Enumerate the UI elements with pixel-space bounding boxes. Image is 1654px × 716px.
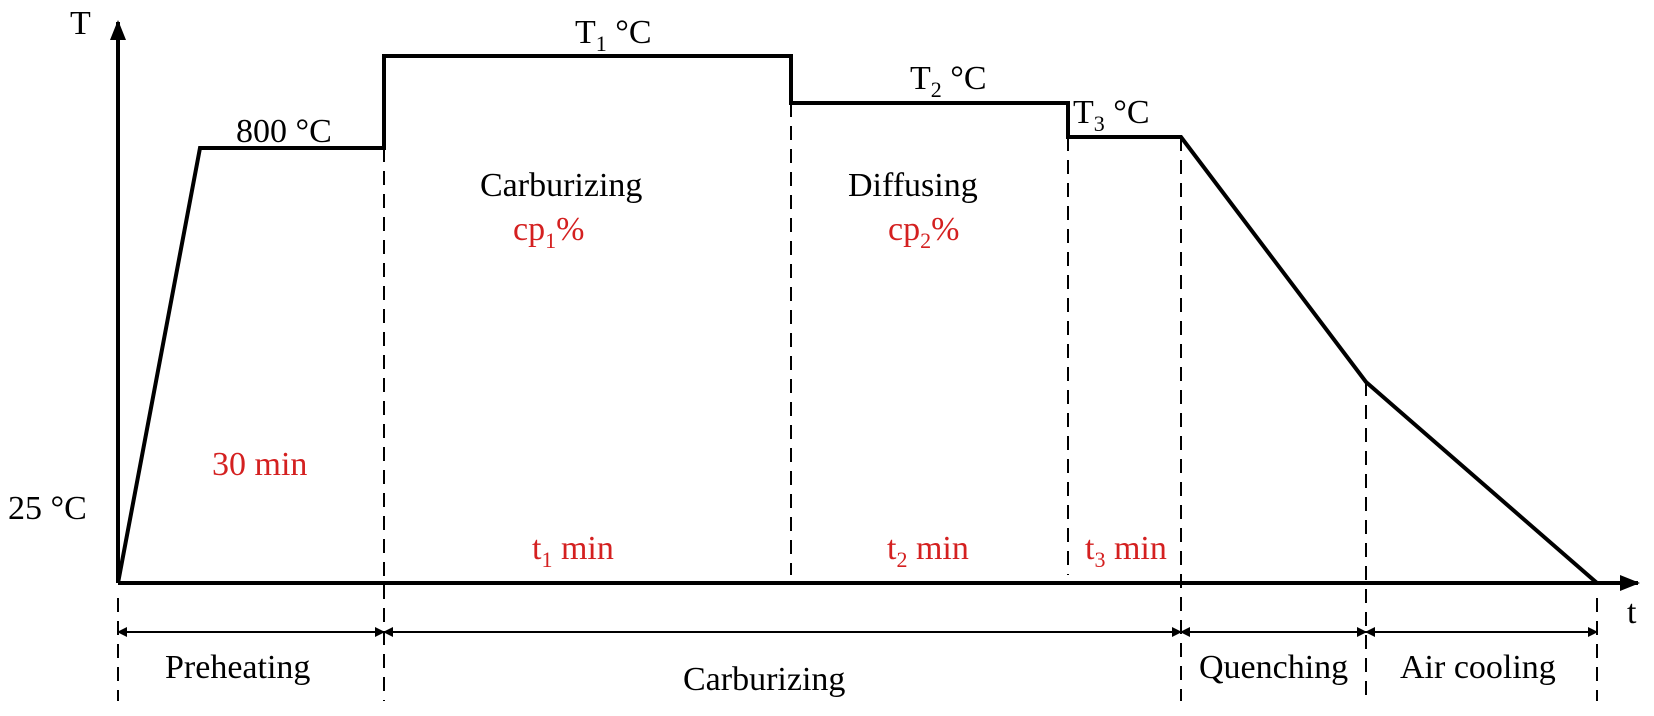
diffusing-cp-label: cp2% [888,211,959,253]
carburizing-cp-label: cp1% [513,211,584,253]
t1-duration-label: t1 min [532,530,614,572]
preheat-duration-label: 30 min [212,446,307,483]
temperature-profile-curve [116,54,1599,585]
carburizing-phase-label: Carburizing [683,661,845,698]
x-axis-label: t [1627,594,1637,631]
t2-temperature-label: T2 °C [910,60,987,102]
t2-duration-label: t2 min [887,530,969,572]
t3-temperature-label: T3 °C [1073,94,1150,136]
quenching-phase-label: Quenching [1199,649,1348,686]
t1-temperature-label: T1 °C [575,14,652,56]
start-temperature-label: 25 °C [8,490,87,527]
air-cooling-phase-label: Air cooling [1400,649,1556,686]
preheat-temperature-label: 800 °C [236,113,332,150]
diffusing-stage-label: Diffusing [848,167,978,204]
carburizing-stage-label: Carburizing [480,167,642,204]
preheating-phase-label: Preheating [165,649,310,686]
y-axis-label: T [70,5,91,42]
t3-duration-label: t3 min [1085,530,1167,572]
